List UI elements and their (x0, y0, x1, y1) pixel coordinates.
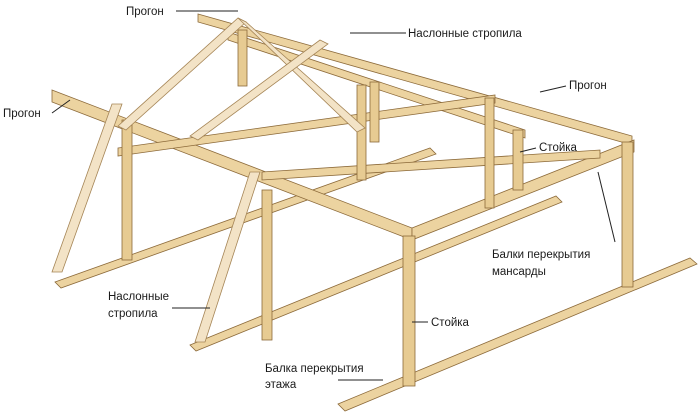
label-post-right-upper: Стойка (539, 142, 578, 154)
labels: Прогон Наслонные стропила Прогон Прогон … (3, 6, 607, 391)
label-purlin-right: Прогон (569, 80, 607, 92)
rafters (51, 17, 366, 343)
post-left-front (261, 189, 273, 341)
rafter-left-front (194, 171, 261, 343)
post-center-front (402, 235, 416, 387)
label-rafters-left-2: стропила (108, 308, 158, 320)
label-purlin-left: Прогон (3, 108, 41, 120)
post-right-upper (512, 129, 524, 191)
floor-beam-middle (189, 195, 563, 352)
floor-beam-front (337, 257, 698, 412)
label-purlin-top: Прогон (126, 6, 164, 18)
post-left-back (121, 119, 133, 261)
label-attic-beams-1: Балки перекрытия (492, 249, 590, 261)
label-attic-beams-2: мансарды (492, 266, 546, 278)
label-post-lower: Стойка (431, 317, 470, 329)
label-floor-beam-1: Балка перекрытия (265, 363, 364, 375)
rafter-mid (189, 39, 329, 141)
label-rafters-left-1: Наслонные (108, 291, 169, 303)
rafter-left-back (51, 103, 123, 273)
post-back-mid-2 (369, 81, 380, 143)
label-floor-beam-2: этажа (265, 379, 297, 391)
posts (121, 29, 634, 387)
back-tie-beam (117, 94, 496, 157)
post-back-mid (356, 84, 367, 181)
floor-beams (54, 147, 698, 412)
leader-lines (51, 10, 616, 381)
label-rafters-top: Наслонные стропила (408, 28, 522, 40)
post-top-center (237, 29, 248, 87)
post-back-right (484, 97, 495, 209)
post-right-front (621, 141, 634, 288)
rafter-top-right (237, 17, 366, 133)
